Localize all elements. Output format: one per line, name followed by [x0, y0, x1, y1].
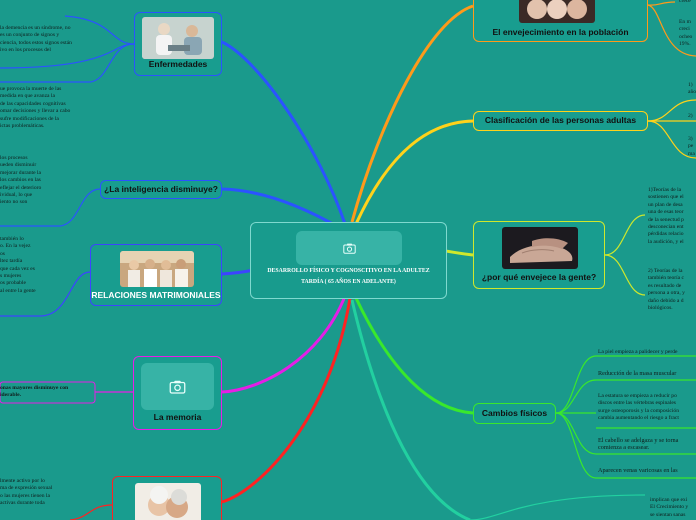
camera-icon	[342, 243, 356, 254]
bottom-note: implican que exi El Crecimiento y se sie…	[650, 497, 689, 518]
porque-photo	[502, 227, 578, 269]
node-cambios[interactable]: Cambios físicos	[473, 403, 556, 424]
node-envejecimiento[interactable]: El envejecimiento en la población	[473, 0, 648, 42]
relaciones-note: también lo o. En la vejez os ltez tardía…	[0, 236, 36, 294]
clasificacion-label: Clasificación de las personas adultas	[484, 115, 637, 125]
central-title: DESARROLLO FÍSICO Y COGNOSCITIVO EN LA A…	[267, 268, 430, 285]
enfermedades-note-1: la demencia es un síndrome, no es un con…	[0, 25, 72, 54]
relaciones-photo	[120, 251, 194, 287]
inteligencia-label: ¿La inteligencia disminuye?	[104, 184, 218, 194]
cambios-note-3: La estatura se empieza a reducir po disc…	[598, 393, 679, 422]
memoria-label: La memoria	[153, 412, 202, 422]
cambios-note-2: Reducción de la masa muscular	[598, 370, 677, 377]
node-sexualidad[interactable]	[112, 476, 222, 520]
porque-label: ¿por qué envejece la gente?	[481, 272, 597, 282]
node-memoria[interactable]: La memoria	[133, 356, 222, 430]
inteligencia-note: los procesos ueden disminuir mejorar dur…	[0, 155, 42, 206]
cambios-note-1: La piel empieza a palidecer y perde	[598, 349, 678, 355]
envejecimiento-photo	[519, 0, 595, 23]
camera-icon	[169, 380, 186, 394]
relaciones-label: RELACIONES MATRIMONIALES	[91, 290, 221, 300]
enfermedades-photo	[142, 17, 214, 59]
sexualidad-note: lmente activo por lo ma de expresión sex…	[0, 478, 53, 507]
image-placeholder	[296, 231, 402, 265]
enfermedades-note-2: ue provoca la muerte de las medida en qu…	[0, 86, 71, 130]
clasificacion-note-3: 3) pe ma	[688, 136, 695, 157]
node-enfermedades[interactable]: Enfermedades	[134, 12, 222, 76]
node-clasificacion[interactable]: Clasificación de las personas adultas	[473, 111, 648, 131]
node-porque[interactable]: ¿por qué envejece la gente?	[473, 221, 605, 289]
central-topic[interactable]: DESARROLLO FÍSICO Y COGNOSCITIVO EN LA A…	[250, 222, 447, 299]
sexualidad-photo	[135, 483, 201, 520]
node-inteligencia[interactable]: ¿La inteligencia disminuye?	[100, 180, 222, 199]
porque-note-1: 1)Teorías de la sostienen que el un plan…	[648, 187, 684, 245]
cambios-note-4: El cabello se adelgaza y se torna comien…	[598, 437, 679, 452]
envejecimiento-note-2: En m creci ocheo 19%.	[679, 19, 693, 48]
clasificacion-note-1: 1) año	[688, 82, 696, 96]
envejecimiento-label: El envejecimiento en la población	[492, 27, 629, 37]
porque-note-2: 2) Teorías de la también teoría c es res…	[648, 268, 685, 312]
node-relaciones[interactable]: RELACIONES MATRIMONIALES	[90, 244, 222, 306]
clasificacion-note-2: 2)	[688, 113, 693, 119]
memoria-image-placeholder	[141, 363, 214, 410]
cambios-label: Cambios físicos	[481, 408, 548, 418]
memoria-note: onas mayores disminuye con iderable.	[0, 385, 69, 399]
cambios-note-5: Aparecen venas varicosas en las	[598, 467, 678, 474]
envejecimiento-note-1: crece	[679, 0, 691, 4]
enfermedades-label: Enfermedades	[148, 59, 208, 69]
